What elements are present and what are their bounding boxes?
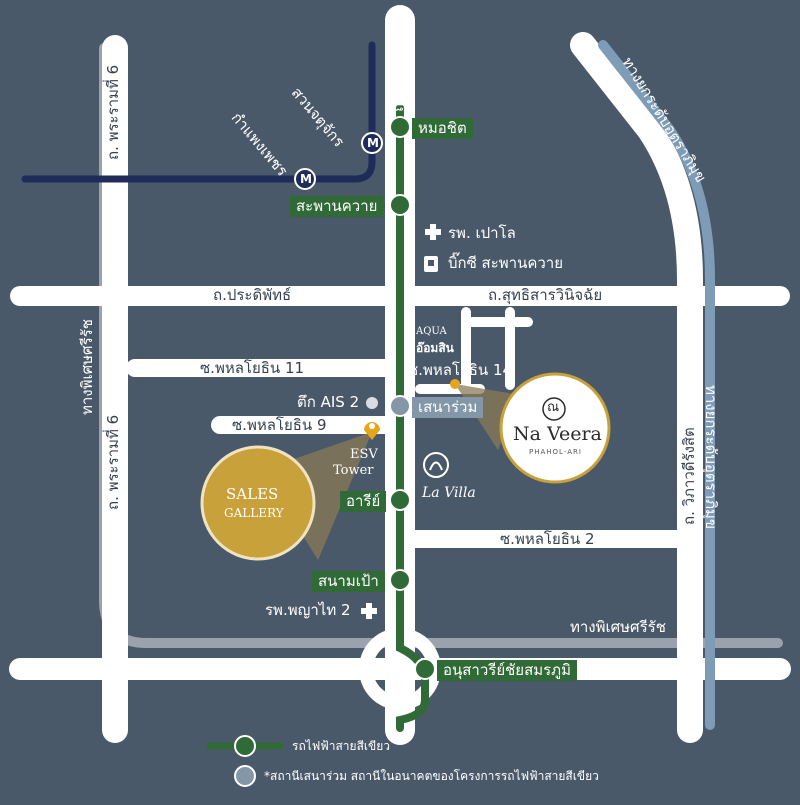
mrt-blue-line <box>21 41 376 183</box>
tollway-line <box>598 40 715 730</box>
bts-station-icons <box>389 116 436 680</box>
sales-gallery-circle <box>200 445 316 561</box>
bts-sena-ruam-label: เสนาร่วม <box>412 397 484 418</box>
sales-gallery-line1: SALES <box>226 485 279 503</box>
project-logo-char: ณ <box>547 400 560 415</box>
aqua-sub-label: อ๊อมสิน <box>416 341 454 355</box>
soi2-label: ซ.พหลโยธิน 2 <box>500 530 595 548</box>
project-logo-ring <box>542 397 566 421</box>
lavilla-label: La Villa <box>422 485 476 501</box>
expressway-bottom-label: ทางพิเศษศรีรัช <box>570 618 666 636</box>
legend-future-label: *สถานีเสนาร่วม สถานีในอนาคตของโครงการรถไ… <box>264 769 599 783</box>
project-pin <box>450 379 460 389</box>
legend-bts-label: รถไฟฟ้าสายสีเขียว <box>292 739 390 753</box>
mrt-station-icons <box>294 132 383 190</box>
aqua-block <box>461 307 533 390</box>
phahon-road-label: ถ.พหลโยธิน <box>389 32 407 112</box>
bts-saphan-khwai-label: สะพานควาย <box>290 196 384 217</box>
roads <box>9 5 791 745</box>
aqua-label: AQUA <box>416 326 447 337</box>
bts-ari-label: อารีย์ <box>340 491 387 512</box>
legend-graphics <box>206 735 284 787</box>
phyathai-hospital-label: รพ.พญาไท 2 <box>265 601 351 619</box>
bts-victory-monument-label: อนุสาวรีย์ชัยสมรภูมิ <box>437 660 577 681</box>
uttaraphimuk-right-label: ทางยกระดับอุตราภิมุข <box>702 385 720 530</box>
pradiphat-label: ถ.ประดิพัทธ์ <box>213 286 292 304</box>
bts-sanam-pao-label: สนามเป้า <box>312 571 385 592</box>
ais-dot <box>366 397 378 409</box>
lavilla-icon <box>423 452 449 478</box>
paolo-hospital-label: รพ. เปาโล <box>448 224 516 242</box>
soi14-label: ซ.พหลโยธิน 14 <box>408 361 513 379</box>
sales-gallery-line2: GALLERY <box>224 506 284 520</box>
vibhavadi-road <box>570 32 703 743</box>
project-circle <box>499 372 611 484</box>
bts-mo-chit-label: หมอชิต <box>412 118 473 139</box>
project-subtitle: PHAHOL-ARI <box>529 448 582 456</box>
expressway-left-label: ทางพิเศษศรีรัช <box>78 319 96 415</box>
ais-label: ตึก AIS 2 <box>297 393 360 411</box>
esv-pin <box>364 422 380 440</box>
rama6-top-label: ถ. พระรามที่ 6 <box>104 64 122 160</box>
hospital-icons <box>361 224 441 619</box>
soi11-label: ซ.พหลโยธิน 11 <box>200 359 305 377</box>
mrt-icon-letter-kamphaeng: M <box>300 172 312 186</box>
bigc-label: บิ๊กซี สะพานควาย <box>448 254 563 272</box>
soi9-label: ซ.พหลโยธิน 9 <box>232 416 327 434</box>
esv-label-1: ESV <box>350 447 378 462</box>
mrt-icon-letter-suan: M <box>367 136 379 150</box>
project-name: Na Veera <box>513 423 602 445</box>
vibhavadi-label: ถ. วิภาวดีรังสิต <box>680 427 698 525</box>
rama6-bottom-label: ถ. พระรามที่ 6 <box>104 414 122 510</box>
bts-green-line <box>396 104 429 732</box>
sutthisan-label: ถ.สุทธิสารวินิจฉัย <box>488 286 603 304</box>
esv-label-2: Tower <box>333 463 374 478</box>
